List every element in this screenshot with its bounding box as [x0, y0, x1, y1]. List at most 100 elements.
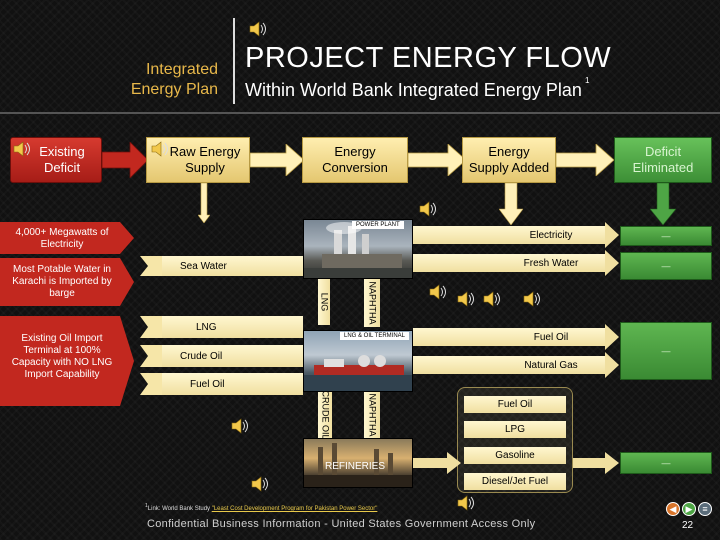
menu-button[interactable]: ≡ — [698, 502, 712, 516]
fresh-water-result-box: — — [620, 252, 712, 280]
electricity-arrowhead — [605, 222, 619, 248]
existing-deficit-label: Existing Deficit — [39, 144, 85, 175]
header-integrated: Integrated — [145, 61, 218, 78]
terminal-photo — [303, 330, 413, 392]
fresh-water-arrowhead — [605, 250, 619, 276]
oil-import-label: Existing Oil Import Terminal at 100% Cap… — [11, 333, 113, 380]
refineries-photo — [303, 438, 413, 488]
footnote: 1Link: World Bank Study "Least Cost Deve… — [145, 503, 377, 512]
fuel-oil-input-label: Fuel Oil — [190, 378, 225, 390]
speaker-icon[interactable] — [456, 494, 476, 512]
lpg-label: LPG — [504, 424, 525, 435]
refineries-illustration — [304, 443, 412, 487]
speaker-icon[interactable] — [482, 290, 502, 308]
crude-oil-vertical-label: CRUDE OIL — [320, 390, 331, 440]
page-number: 22 — [682, 520, 694, 531]
gasoline-label: Gasoline — [495, 450, 535, 461]
footnote-link[interactable]: "Least Cost Development Program for Paki… — [211, 506, 378, 512]
lng-vertical-label: LNG — [319, 292, 330, 312]
crude-oil-input-strip: Crude Oil — [160, 345, 303, 367]
input-arrow-tails — [140, 316, 162, 395]
power-plant-illustration — [304, 222, 412, 278]
header-rule — [0, 112, 720, 114]
megawatts-chevron — [0, 222, 134, 254]
gasoline-box: Gasoline — [464, 447, 566, 464]
naphtha-lower-strip: NAPHTHA — [364, 392, 380, 438]
sea-water-strip: Sea Water — [160, 256, 303, 276]
electricity-strip: Electricity — [413, 226, 609, 244]
crude-oil-vertical-strip: CRUDE OIL — [318, 390, 332, 440]
megawatts-label: 4,000+ Megawatts of Electricity — [15, 227, 109, 250]
terminal-result-box: — — [620, 322, 712, 380]
power-plant-caption: POWER PLANT — [352, 221, 404, 229]
header-divider — [233, 18, 235, 104]
confidential-footer: Confidential Business Information - Unit… — [147, 518, 536, 530]
down-arrow-eliminated — [650, 183, 676, 225]
energy-conversion-label: Energy Conversion — [322, 144, 388, 175]
fresh-water-strip: Fresh Water — [413, 254, 609, 272]
speaker-icon[interactable] — [150, 140, 170, 158]
power-plant-photo — [303, 219, 413, 279]
speaker-icon[interactable] — [522, 290, 542, 308]
deficit-eliminated-label: Deficit Eliminated — [632, 144, 694, 175]
diesel-jet-box: Diesel/Jet Fuel — [464, 473, 566, 490]
fuel-oil-output-strip: Fuel Oil — [413, 328, 609, 346]
potable-water-label: Most Potable Water in Karachi is Importe… — [12, 264, 112, 299]
diesel-jet-label: Diesel/Jet Fuel — [481, 476, 549, 487]
speaker-icon[interactable] — [12, 140, 32, 158]
page-title: PROJECT ENERGY FLOW — [245, 42, 612, 74]
speaker-icon[interactable] — [248, 20, 268, 38]
page-subtitle: Within World Bank Integrated Energy Plan — [245, 80, 582, 100]
speaker-icon[interactable] — [428, 283, 448, 301]
outputs-to-result-arrow — [573, 452, 619, 474]
naphtha-lower-label: NAPHTHA — [367, 393, 378, 437]
menu-icon: ≡ — [702, 504, 708, 514]
natural-gas-output-strip: Natural Gas — [413, 356, 609, 374]
raw-energy-supply-box: Raw Energy Supply — [146, 137, 250, 183]
speaker-icon[interactable] — [230, 417, 250, 435]
arrow-added-to-eliminated — [556, 144, 614, 176]
previous-slide-button[interactable]: ◀ — [666, 502, 680, 516]
arrow-right-icon: ▶ — [685, 503, 693, 514]
potable-water-chevron — [0, 258, 134, 306]
electricity-label: Electricity — [529, 229, 573, 241]
naphtha-upper-strip: NAPHTHA — [364, 279, 380, 327]
electricity-result-box: — — [620, 226, 712, 246]
down-arrow-added — [499, 183, 523, 225]
refinery-to-outputs-arrow — [413, 452, 461, 474]
refineries-caption: REFINERIES — [325, 461, 386, 472]
down-arrow-raw — [198, 183, 210, 223]
deficit-eliminated-box: Deficit Eliminated — [614, 137, 712, 183]
arrow-raw-to-conversion — [250, 144, 304, 176]
fresh-water-label: Fresh Water — [523, 257, 579, 269]
energy-supply-added-box: Energy Supply Added — [462, 137, 556, 183]
lng-input-strip: LNG — [160, 316, 303, 338]
arrow-conversion-to-added — [408, 144, 466, 176]
energy-supply-added-label: Energy Supply Added — [468, 144, 550, 175]
oil-import-chevron — [0, 316, 134, 406]
fuel-oil-input-strip: Fuel Oil — [160, 373, 303, 395]
speaker-icon[interactable] — [250, 475, 270, 493]
natural-gas-arrowhead — [605, 352, 619, 378]
lng-vertical-strip: LNG — [318, 279, 330, 325]
deficit-arrow — [102, 142, 148, 178]
refinery-fuel-oil-label: Fuel Oil — [497, 399, 533, 410]
arrow-left-icon: ◀ — [669, 503, 677, 514]
existing-deficit-box: Existing Deficit — [10, 137, 102, 183]
energy-conversion-box: Energy Conversion — [302, 137, 408, 183]
naphtha-upper-label: NAPHTHA — [367, 281, 378, 325]
speaker-icon[interactable] — [456, 290, 476, 308]
fuel-oil-output-label: Fuel Oil — [533, 331, 569, 343]
refinery-fuel-oil-box: Fuel Oil — [464, 396, 566, 413]
footnote-text: Link: World Bank Study — [147, 506, 212, 512]
terminal-caption: LNG & OIL TERMINAL — [340, 332, 410, 340]
next-slide-button[interactable]: ▶ — [682, 502, 696, 516]
sea-water-label: Sea Water — [180, 260, 227, 272]
lpg-box: LPG — [464, 421, 566, 438]
footnote-marker: 1 — [145, 503, 148, 509]
speaker-icon[interactable] — [418, 200, 438, 218]
natural-gas-output-label: Natural Gas — [524, 359, 578, 371]
terminal-illustration — [304, 355, 412, 391]
lng-input-label: LNG — [196, 321, 217, 333]
fuel-oil-arrowhead — [605, 324, 619, 350]
